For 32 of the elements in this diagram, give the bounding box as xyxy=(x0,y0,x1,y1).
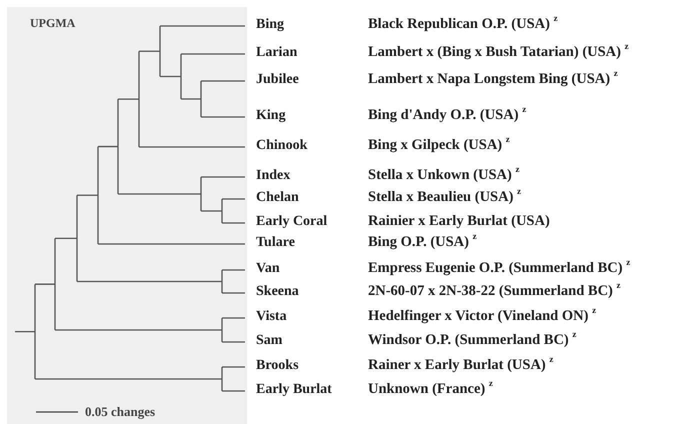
cultivar-name: Chinook xyxy=(256,139,308,153)
cultivar-name: Index xyxy=(256,169,290,183)
cultivar-name: Tulare xyxy=(256,236,295,250)
parentage-text: Rainier x Early Burlat (USA) xyxy=(368,214,550,228)
method-heading: UPGMA xyxy=(30,17,76,29)
parentage-text: Lambert x (Bing x Bush Tatarian) (USA) $^{z}$ xyxy=(368,45,629,60)
cultivar-name: Bing xyxy=(256,18,284,32)
parentage-text: Windsor O.P. (Summerland BC) $^{z}$ xyxy=(368,333,576,348)
parentage-text: Unknown (France) $^{z}$ xyxy=(368,382,493,396)
cultivar-name: Skeena xyxy=(256,285,299,299)
parentage-text: Empress Eugenie O.P. (Summerland BC) $^{z}$ xyxy=(368,261,630,276)
cultivar-name: Jubilee xyxy=(256,73,299,87)
cultivar-name: King xyxy=(256,109,286,123)
parentage-text: Bing d'Andy O.P. (USA) $^{z}$ xyxy=(368,108,526,122)
cultivar-name: Brooks xyxy=(256,359,299,373)
cultivar-name: Larian xyxy=(256,46,298,60)
parentage-text: Black Republican O.P. (USA) $^{z}$ xyxy=(368,17,558,32)
parentage-text: Lambert x Napa Longstem Bing (USA) $^{z}$ xyxy=(368,72,618,86)
parentage-text: Rainer x Early Burlat (USA) $^{z}$ xyxy=(368,358,554,372)
parentage-text: Stella x Beaulieu (USA) $^{z}$ xyxy=(368,190,522,204)
cultivar-name: Chelan xyxy=(256,191,299,205)
parentage-text: Bing O.P. (USA) $^{z}$ xyxy=(368,235,477,250)
parentage-text: Hedelfinger x Victor (Vineland ON) $^{z}$ xyxy=(368,309,596,324)
scale-label: 0.05 changes xyxy=(85,405,156,418)
parentage-text: 2N-60-07 x 2N-38-22 (Summerland BC) $^{z}$ xyxy=(368,284,620,298)
cultivar-name: Vista xyxy=(256,310,287,324)
cultivar-name: Early Burlat xyxy=(256,383,332,397)
cultivar-name: Sam xyxy=(256,334,282,348)
parentage-text: Stella x Unkown (USA) $^{z}$ xyxy=(368,168,520,182)
cultivar-name: Van xyxy=(256,262,280,276)
cultivar-name: Early Coral xyxy=(256,215,328,229)
parentage-text: Bing x Gilpeck (USA) $^{z}$ xyxy=(368,138,510,152)
